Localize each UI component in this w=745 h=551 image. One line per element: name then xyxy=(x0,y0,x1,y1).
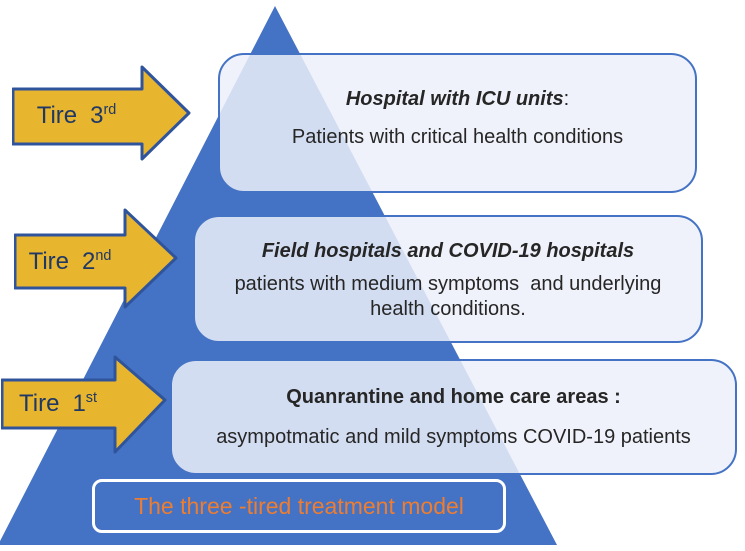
tier3-arrow-icon xyxy=(12,65,191,161)
tier1-body: asympotmatic and mild symptoms COVID-19 … xyxy=(216,426,691,448)
tier2-arrow-word: Tire xyxy=(28,247,70,275)
tier1-arrow-ordinal: st xyxy=(85,390,97,406)
tier1-box: Quanrantine and home care areas : asympo… xyxy=(170,359,737,475)
tier2-body: patients with medium symptoms and underl… xyxy=(234,273,662,320)
tier1-title: Quanrantine and home care areas : xyxy=(172,383,735,411)
tier1-arrow-label: Tire 1st xyxy=(2,380,114,428)
tier3-title-text: Hospital with ICU units xyxy=(345,88,564,110)
tier3-arrow-label: Tire 3rd xyxy=(13,89,140,143)
tier1-arrow-icon xyxy=(1,355,167,454)
tier2-box: Field hospitals and COVID-19 hospitals p… xyxy=(193,215,703,343)
tier3-box: Hospital with ICU units: Patients with c… xyxy=(218,53,697,193)
tier3-arrow-word: Tire xyxy=(36,102,78,129)
tier3-title: Hospital with ICU units: xyxy=(220,85,695,113)
tier3-body: Patients with critical health conditions xyxy=(291,126,624,148)
tier3-title-colon: : xyxy=(563,88,570,110)
tier1-arrow-shape xyxy=(1,355,167,454)
tier2-arrow-number: 2nd xyxy=(82,247,112,275)
tier1-arrow-word: Tire xyxy=(18,390,60,417)
caption-banner: The three -tired treatment model xyxy=(92,479,506,533)
tier2-title-text: Field hospitals and COVID-19 hospitals xyxy=(261,240,635,262)
tier3-arrow-shape xyxy=(12,65,191,161)
tier2-title: Field hospitals and COVID-19 hospitals xyxy=(195,237,701,265)
tier2-arrow-shape xyxy=(14,208,178,309)
tier1-title-text: Quanrantine and home care areas : xyxy=(286,386,621,408)
tier2-arrow-label: Tire 2nd xyxy=(15,235,125,288)
tier3-arrow-ordinal: rd xyxy=(103,102,117,118)
tier1-arrow-number: 1st xyxy=(72,390,97,417)
tier3-arrow-number: 3rd xyxy=(90,102,117,129)
tier2-arrow-ordinal: nd xyxy=(95,247,112,264)
tier2-arrow-icon xyxy=(14,208,178,309)
